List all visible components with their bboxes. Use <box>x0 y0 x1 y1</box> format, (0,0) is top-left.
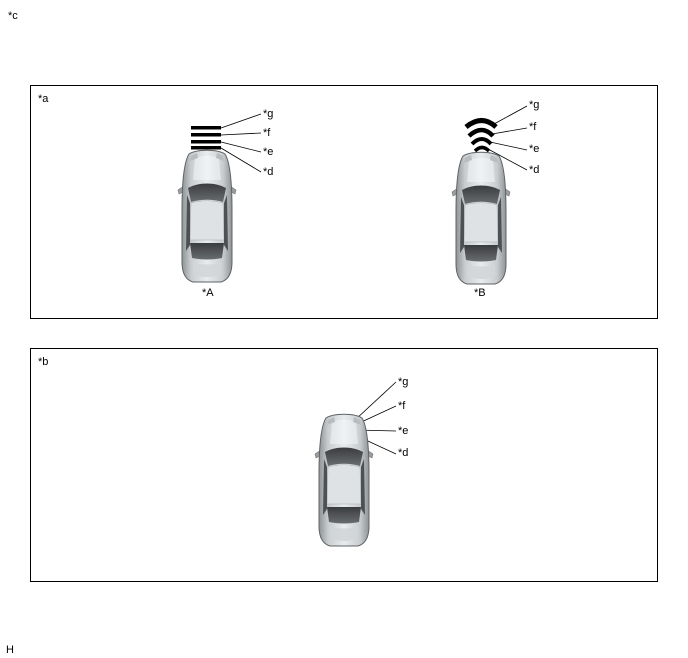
callout-d-car-c: *d <box>398 447 409 459</box>
callout-e-car-c: *e <box>398 425 409 437</box>
callout-d-car-b: *d <box>529 164 540 176</box>
callout-g-car-a: *g <box>263 108 274 120</box>
car-a-label: *A <box>202 287 214 299</box>
car-a <box>177 149 237 283</box>
car-b-label: *B <box>474 287 486 299</box>
panel-a <box>30 85 658 319</box>
callout-g-car-b: *g <box>529 99 540 111</box>
bottom-label: H <box>6 644 14 656</box>
callout-lines-car-b <box>487 105 528 171</box>
callout-e-car-a: *e <box>263 146 274 158</box>
callout-d-car-a: *d <box>263 166 274 178</box>
car-b <box>451 151 511 285</box>
callout-f-car-c: *f <box>398 400 406 412</box>
panel-b-label: *b <box>38 356 49 368</box>
callout-f-car-b: *f <box>529 121 537 133</box>
straight-sensor-bars <box>191 126 221 150</box>
panel-a-label: *a <box>38 93 49 105</box>
panel-b <box>30 348 658 582</box>
callout-g-car-c: *g <box>398 376 409 388</box>
car-c <box>314 413 374 547</box>
callout-lines-car-a <box>220 113 262 173</box>
callout-e-car-b: *e <box>529 143 540 155</box>
callout-f-car-a: *f <box>263 127 271 139</box>
corner-label: *c <box>8 10 18 22</box>
curved-sensor-arcs <box>464 118 498 153</box>
